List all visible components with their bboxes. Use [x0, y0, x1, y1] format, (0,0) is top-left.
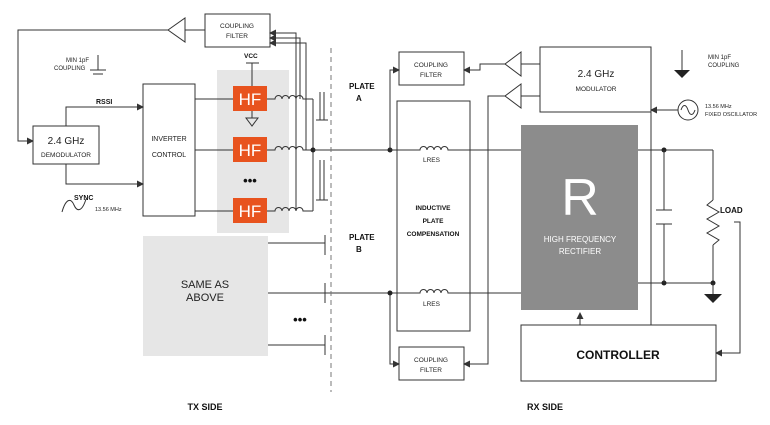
hf-block-1-label: HF [239, 90, 262, 109]
tx-demodulator-label: DEMODULATOR [41, 152, 91, 159]
hf-block-3 [233, 198, 267, 223]
compensation-label-2: PLATE [423, 218, 444, 225]
plate-b-label-2: B [356, 245, 362, 254]
sync-wave-icon [61, 198, 87, 213]
hf-ellipsis: ••• [243, 173, 257, 188]
rx-coupling-filter-bottom-label-2: FILTER [420, 367, 442, 374]
rx-amplifier-top-icon [504, 51, 522, 77]
hf-block-1 [233, 86, 267, 111]
plate-b-label-1: PLATE [349, 233, 375, 242]
rectifier-label-2: RECTIFIER [559, 247, 601, 256]
inverter-control-label-1: INVERTER [151, 136, 186, 143]
tx-inductor-3 [267, 207, 313, 212]
lres-label-bottom: LRES [423, 301, 441, 308]
lres-label-top: LRES [423, 157, 441, 164]
same-as-above-block [143, 236, 268, 356]
inverter-control [142, 83, 196, 217]
tx-demodulator-freq: 2.4 GHz [48, 136, 85, 147]
plate-a-label-1: PLATE [349, 82, 375, 91]
lres-inductor-bottom [390, 289, 478, 294]
rx-coupling-filter-bottom-label-1: COUPLING [414, 357, 448, 364]
load-ground-icon [704, 294, 722, 303]
tx-side-label: TX SIDE [187, 402, 222, 412]
oscillator-label: FIXED OSCILLATOR [705, 112, 757, 118]
controller-label: CONTROLLER [576, 348, 660, 362]
tx-coupling-filter [204, 13, 271, 48]
tx-inductor-1 [267, 95, 313, 100]
tx-amplifier-icon [167, 17, 186, 43]
rx-min-coupling-label-1: MIN 1pF [708, 55, 731, 61]
rssi-label: RSSI [96, 99, 112, 106]
plate-a-label-2: A [356, 94, 362, 103]
load-resistor [706, 199, 720, 246]
tx-inductor-2 [267, 146, 313, 151]
rx-modulator-freq: 2.4 GHz [578, 69, 615, 80]
hf-ground-icon [245, 117, 259, 127]
rx-amplifier-bottom-icon [504, 83, 522, 109]
rx-coupling-filter-top-label-2: FILTER [420, 72, 442, 79]
rx-coupling-filter-top [398, 51, 465, 86]
hf-block-2-label: HF [239, 141, 262, 160]
hf-block-3-label: HF [239, 202, 262, 221]
rx-modulator [539, 46, 652, 113]
vcc-label: VCC [244, 53, 258, 60]
same-as-above-label-1: SAME AS [181, 279, 229, 291]
load-label: LOAD [720, 206, 743, 215]
inverter-control-label-2: CONTROL [152, 152, 186, 159]
oscillator-freq-label: 13.56 MHz [705, 104, 732, 110]
inductive-plate-compensation [396, 100, 471, 332]
controller [520, 324, 717, 382]
compensation-label-3: COMPENSATION [407, 231, 460, 238]
hf-block-2 [233, 137, 267, 162]
compensation-label-1: INDUCTIVE [415, 205, 451, 212]
lres-inductor-top [390, 146, 478, 151]
same-as-above-label-2: ABOVE [186, 292, 224, 304]
tx-coupling-filter-label-1: COUPLING [220, 23, 254, 30]
rectifier-symbol: R [561, 169, 599, 227]
rx-min-coupling-label-2: COUPLING [708, 63, 740, 69]
rx-ground-icon [674, 70, 690, 78]
tx-min-coupling-label-1: MIN 1pF [66, 58, 89, 64]
tx-min-coupling-label-2: COUPLING [54, 66, 86, 72]
sync-freq-label: 13.56 MHz [95, 207, 122, 213]
tx-coupling-filter-label-2: FILTER [226, 33, 248, 40]
plate-b-ellipsis: ••• [293, 312, 307, 327]
rectifier-label-1: HIGH FREQUENCY [544, 235, 617, 244]
rx-side-label: RX SIDE [527, 402, 563, 412]
high-frequency-rectifier [521, 125, 638, 310]
rx-modulator-label: MODULATOR [576, 86, 617, 93]
rx-coupling-filter-top-label-1: COUPLING [414, 62, 448, 69]
sync-label: SYNC [74, 195, 93, 202]
